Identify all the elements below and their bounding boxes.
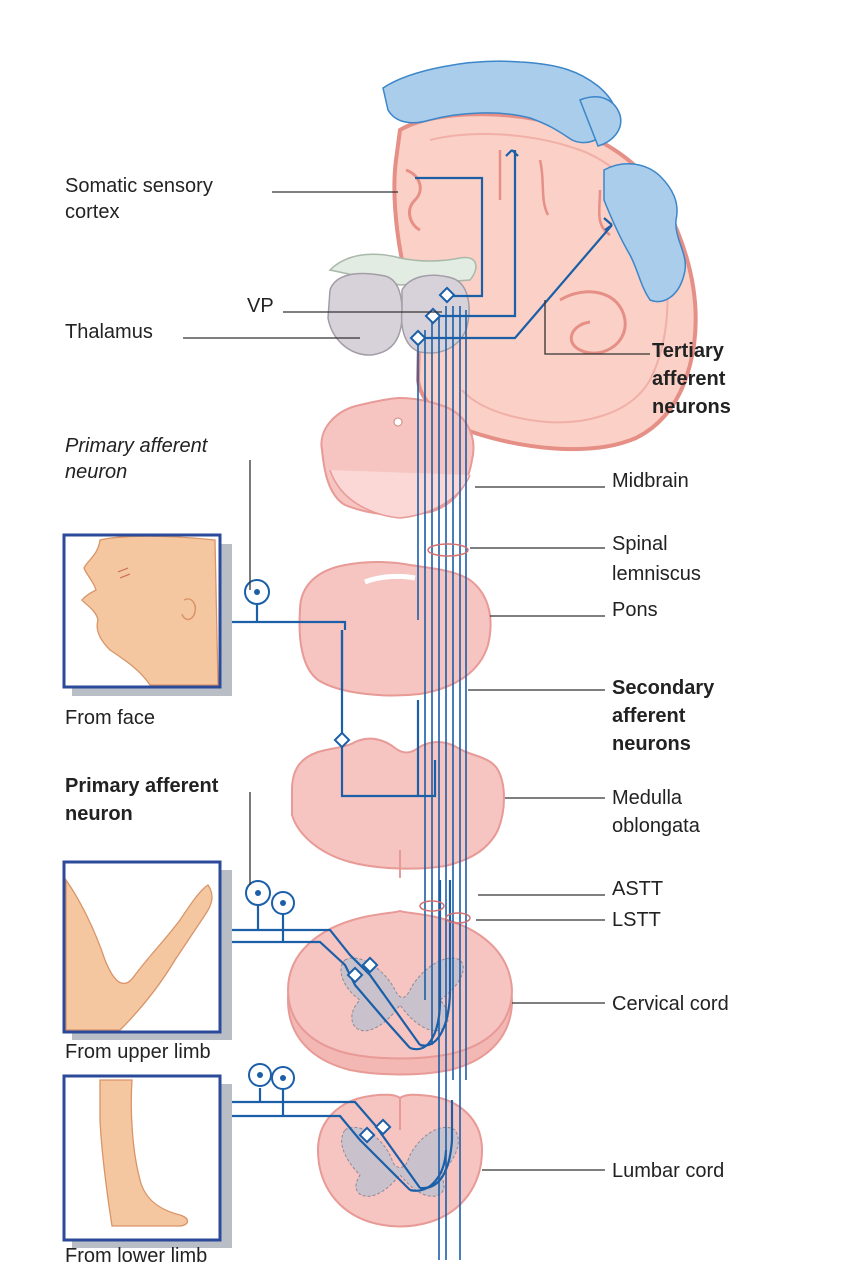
thalamus-label: Thalamus	[65, 321, 153, 343]
pons-section	[298, 560, 492, 697]
synapse-markers	[333, 286, 456, 1144]
astt-ring	[419, 900, 445, 912]
somatic-cortex-label-1: Somatic sensory	[65, 175, 213, 197]
spinal-lemniscus-label-2: lemniscus	[612, 563, 701, 585]
medulla-label-2: oblongata	[612, 815, 701, 837]
midbrain-section	[320, 396, 475, 519]
lumbar-label: Lumbar cord	[612, 1160, 724, 1182]
lower-limb-inset	[62, 1074, 232, 1248]
tertiary-label-3: neurons	[652, 396, 731, 418]
ascending-tracts	[118, 149, 613, 1260]
spinal-lemniscus-label-1: Spinal	[612, 533, 668, 555]
lstt-label: LSTT	[612, 909, 661, 931]
vp-label: VP	[247, 295, 274, 317]
lemniscus-ring	[427, 543, 469, 557]
from-upper-limb-label: From upper limb	[65, 1041, 211, 1063]
primary-bold-label-2: neuron	[65, 803, 133, 825]
cervical-section	[286, 909, 514, 1076]
face-inset	[62, 533, 232, 696]
medulla-label-1: Medulla	[612, 787, 683, 809]
secondary-label-3: neurons	[612, 733, 691, 755]
primary-neuron-somas	[244, 579, 295, 1090]
homunculus	[382, 60, 687, 303]
midbrain-label: Midbrain	[612, 470, 689, 492]
from-face-label: From face	[65, 707, 155, 729]
cervical-label: Cervical cord	[612, 993, 729, 1015]
upper-limb-inset	[62, 860, 232, 1040]
label-leaders	[183, 191, 650, 1171]
lstt-ring	[445, 912, 471, 924]
from-lower-limb-label: From lower limb	[65, 1245, 207, 1267]
pons-label: Pons	[612, 599, 658, 621]
secondary-label-2: afferent	[612, 705, 686, 727]
tertiary-label-2: afferent	[652, 368, 726, 390]
somatic-cortex-label-2: cortex	[65, 201, 119, 223]
astt-label: ASTT	[612, 878, 663, 900]
tertiary-label-1: Tertiary	[652, 340, 725, 362]
primary-italic-label-1: Primary afferent	[65, 435, 209, 457]
primary-bold-label-1: Primary afferent	[65, 775, 219, 797]
medulla-section	[291, 737, 505, 878]
secondary-label-1: Secondary	[612, 677, 715, 699]
primary-italic-label-2: neuron	[65, 461, 127, 483]
